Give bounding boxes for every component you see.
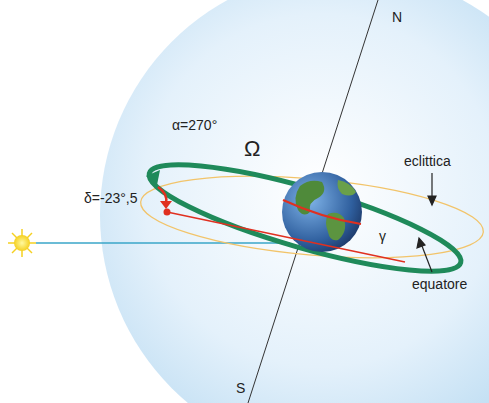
sun-symbol [8, 229, 36, 257]
celestial-sphere [100, 0, 489, 403]
node-symbol: Ω [244, 138, 260, 160]
alpha-arrowhead [146, 170, 160, 185]
ecliptic-pointer [428, 173, 436, 205]
circle-label: equatore [412, 277, 467, 291]
sun-position-dot [164, 209, 171, 216]
declination-arc [158, 187, 166, 203]
sun-ray [36, 242, 290, 244]
equator-circle [141, 145, 469, 292]
earth-globe [282, 172, 362, 252]
angle-label: δ=-23°,5 [84, 191, 137, 205]
polar-axis [248, 0, 378, 403]
ecliptic-circle [137, 164, 486, 270]
equinox-line [167, 212, 405, 262]
pole-label: N [392, 10, 402, 24]
declination-arrowhead [160, 201, 172, 209]
earth-equator [283, 200, 361, 224]
circle-label: eclittica [404, 154, 451, 168]
equator-pointer [417, 238, 432, 272]
angle-label: α=270° [172, 118, 217, 132]
pole-label: S [236, 381, 245, 395]
point-label: γ [379, 229, 386, 243]
